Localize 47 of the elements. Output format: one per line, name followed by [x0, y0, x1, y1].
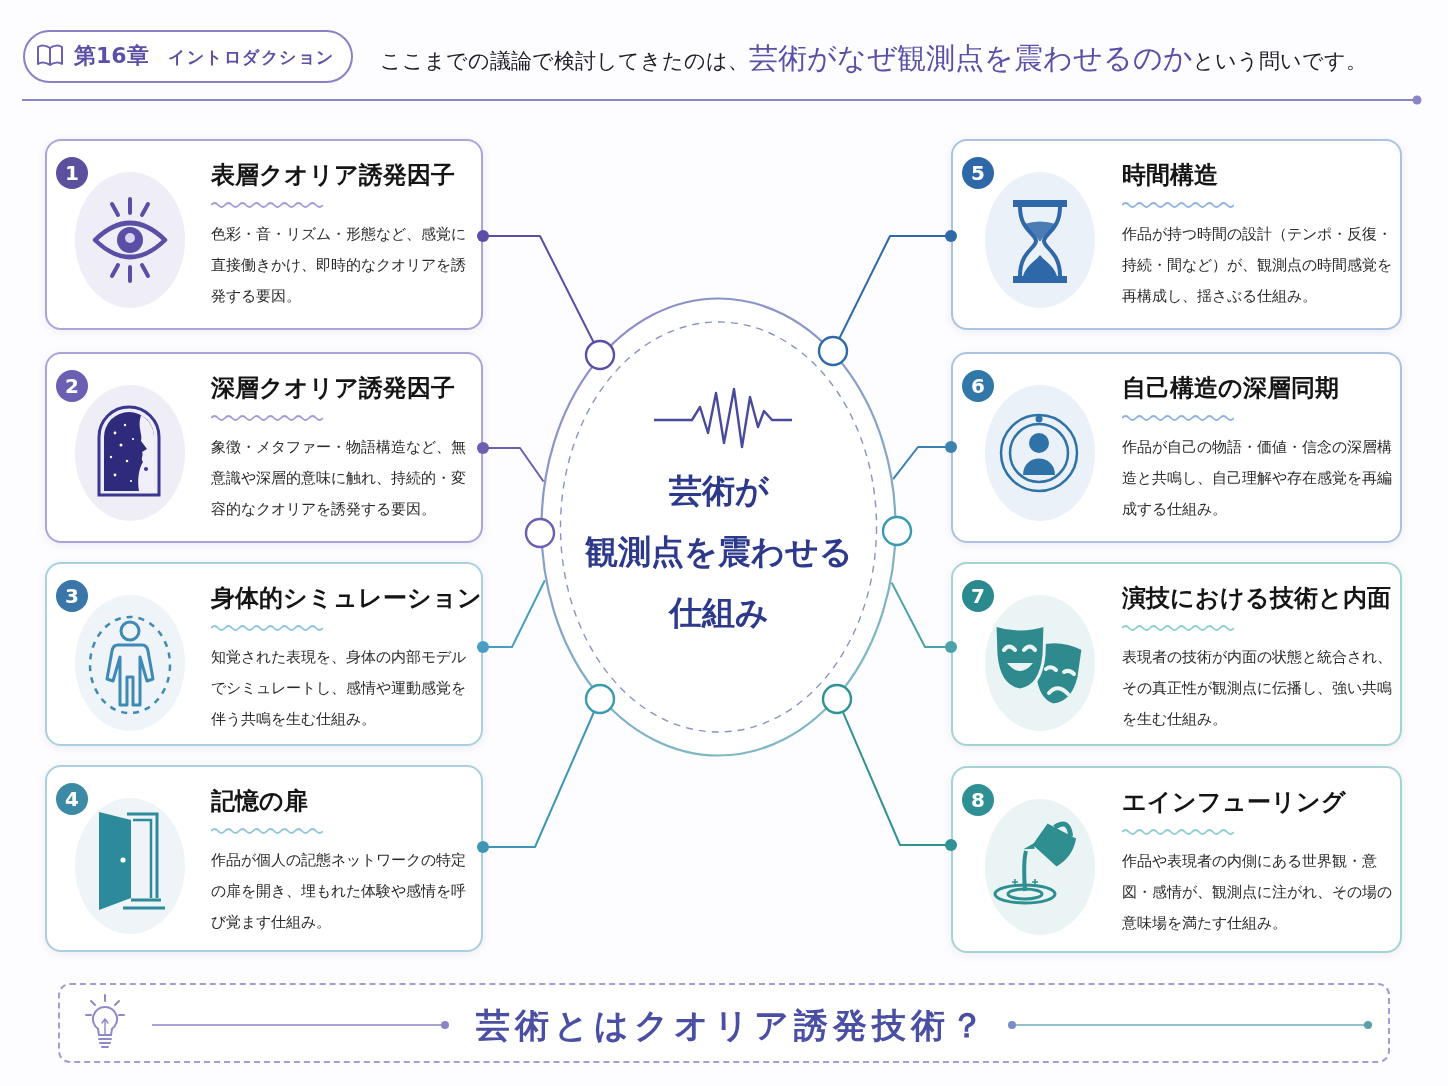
connector-line: [890, 581, 957, 653]
chapter-title: イントロダクション: [168, 46, 335, 69]
number-badge: 1: [56, 157, 88, 189]
info-card: [45, 139, 483, 330]
card-title: 自己構造の深層同期: [1122, 373, 1339, 403]
card-description: 色彩・音・リズム・形態など、感覚に直接働きかけ、即時的なクオリアを誘発する要因。: [211, 224, 467, 307]
number-badge: 6: [962, 370, 994, 402]
connector-line: [841, 711, 957, 851]
info-card: [951, 139, 1402, 330]
card-title: 身体的シミュレーション: [211, 583, 482, 613]
number-badge: 3: [56, 580, 88, 612]
chapter-badge: [23, 30, 353, 83]
question-banner: [58, 983, 1390, 1063]
central-title: 芸術が観測点を震わせる仕組み: [583, 470, 854, 634]
info-card: [951, 562, 1402, 746]
card-title: 記憶の扉: [211, 786, 308, 816]
info-card: [951, 352, 1402, 543]
card-title: 演技における技術と内面: [1122, 583, 1391, 613]
number-badge: 7: [962, 580, 994, 612]
card-description: 作品や表現者の内側にある世界観・意図・感情が、観測点に注がれ、その場の意味場を満たす仕組み。: [1122, 851, 1393, 934]
intro-sentence: ここまでの議論で検討してきたのは、芸術がなぜ観測点を震わせるのかという問いです。: [380, 40, 1367, 77]
number-badge: 4: [56, 783, 88, 815]
card-title: 表層クオリア誘発因子: [211, 160, 455, 190]
number-badge: 5: [962, 157, 994, 189]
info-card: [951, 766, 1402, 953]
connector-line: [477, 579, 546, 653]
connector-line: [892, 441, 957, 481]
card-description: 象徴・メタファー・物語構造など、無意識や深層的意味に触れ、持続的・変容的なクオリアを誘発する要因。: [211, 437, 467, 520]
info-card: [45, 765, 483, 952]
card-title: エインフューリング: [1122, 787, 1346, 817]
connector-line: [477, 711, 595, 853]
card-title: 時間構造: [1122, 160, 1218, 190]
chapter-number: 第16章: [74, 42, 149, 70]
central-ellipse: [540, 297, 897, 757]
card-title: 深層クオリア誘発因子: [211, 373, 455, 403]
info-card: [45, 562, 483, 746]
connector-line: [477, 442, 545, 483]
banner-question: 芸術とはクオリア誘発技術？: [476, 1004, 989, 1047]
info-card: [45, 352, 483, 543]
card-description: 作品が持つ時間の設計（テンポ・反復・持続・間など）が、観測点の時間感覚を再構成し、揺さぶる仕組み。: [1122, 224, 1393, 307]
card-description: 表現者の技術が内面の状態と統合され、その真正性が観測点に伝播し、強い共鳴を生む仕組み。: [1122, 647, 1393, 730]
number-badge: 8: [962, 784, 994, 816]
connector-line: [838, 230, 957, 339]
card-description: 知覚された表現を、身体の内部モデルでシミュレートし、感情や運動感覚を伴う共鳴を生む仕組み。: [211, 647, 467, 730]
card-description: 作品が個人の記態ネットワークの特定の扉を開き、埋もれた体験や感情を呼び覚ます仕組み。: [211, 850, 467, 933]
number-badge: 2: [56, 370, 88, 402]
card-description: 作品が自己の物語・価値・信念の深層構造と共鳴し、自己理解や存在感覚を再編成する仕組み。: [1122, 437, 1393, 520]
